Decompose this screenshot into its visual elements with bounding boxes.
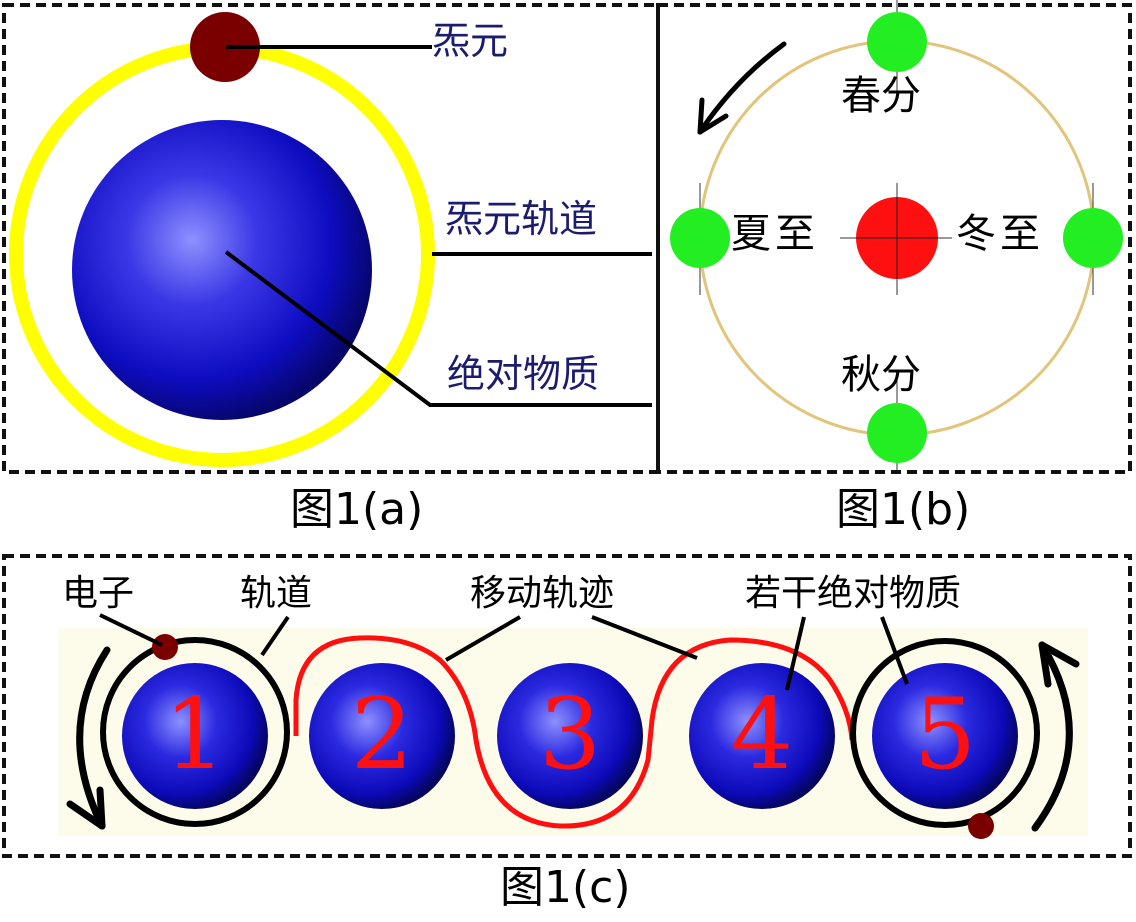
electron-leader-line (99, 613, 163, 647)
trajectory-leader-line-right (591, 615, 698, 660)
matter-sphere-2 (309, 663, 455, 809)
label-qiyuan: 炁元 (432, 19, 509, 63)
earth-summer-solstice (670, 208, 730, 268)
electron-orbit-5 (850, 638, 1040, 828)
rotation-arrow-right-icon (1031, 641, 1080, 832)
qiyuan-particle (190, 12, 260, 82)
earth-winter-solstice (1063, 208, 1123, 268)
matter-sphere-3 (497, 663, 643, 809)
sphere-number-1: 1 (163, 678, 227, 792)
movement-trajectory-path (293, 635, 855, 829)
matter-leader-line-4 (785, 616, 806, 691)
electron-particle-5 (968, 813, 994, 839)
matter-sphere-5 (872, 663, 1018, 809)
panel-c-frame (2, 554, 1132, 858)
sphere-number-3: 3 (538, 678, 602, 792)
matter-leader-line (224, 250, 652, 407)
trajectory-leader-line-left (444, 615, 522, 662)
sphere-number-5: 5 (913, 678, 977, 792)
label-spring-equinox: 春分 (841, 73, 921, 119)
label-orbit: 轨道 (240, 573, 313, 614)
label-movement-trajectory: 移动轨迹 (470, 573, 615, 614)
sphere-number-4: 4 (730, 678, 794, 792)
label-electron: 电子 (62, 573, 135, 614)
electron-particle-1 (152, 634, 178, 660)
caption-figure-1b: 图1(b) (836, 484, 971, 535)
orbit-c-leader-line (260, 615, 290, 657)
caption-figure-1c: 图1(c) (500, 862, 631, 913)
orbit-direction-arrow-icon (697, 41, 787, 135)
caption-figure-1a: 图1(a) (290, 484, 424, 535)
label-qiyuan-orbit: 炁元轨道 (445, 197, 598, 241)
panel-a-frame (2, 3, 660, 474)
earth-spring-equinox (867, 12, 927, 72)
label-autumn-equinox: 秋分 (841, 352, 921, 398)
panel-b-diagram (670, 0, 1123, 470)
absolute-matter-sphere (72, 120, 372, 420)
label-absolute-matter: 绝对物质 (447, 352, 600, 396)
panel-b-frame (656, 3, 1132, 474)
label-summer-solstice: 夏至 (731, 211, 819, 257)
matter-sphere-1 (122, 663, 268, 809)
rotation-arrow-left-icon (66, 646, 111, 830)
panel-a-diagram (9, 12, 652, 467)
earth-autumn-equinox (867, 403, 927, 463)
electron-orbit-1 (100, 637, 290, 827)
sphere-number-2: 2 (350, 678, 414, 792)
label-winter-solstice: 冬至 (956, 211, 1044, 257)
label-several-absolute-matter: 若干绝对物质 (745, 573, 962, 614)
matter-sphere-4 (689, 663, 835, 809)
matter-leader-line-5 (880, 616, 909, 685)
panel-c-diagram (58, 613, 1088, 839)
